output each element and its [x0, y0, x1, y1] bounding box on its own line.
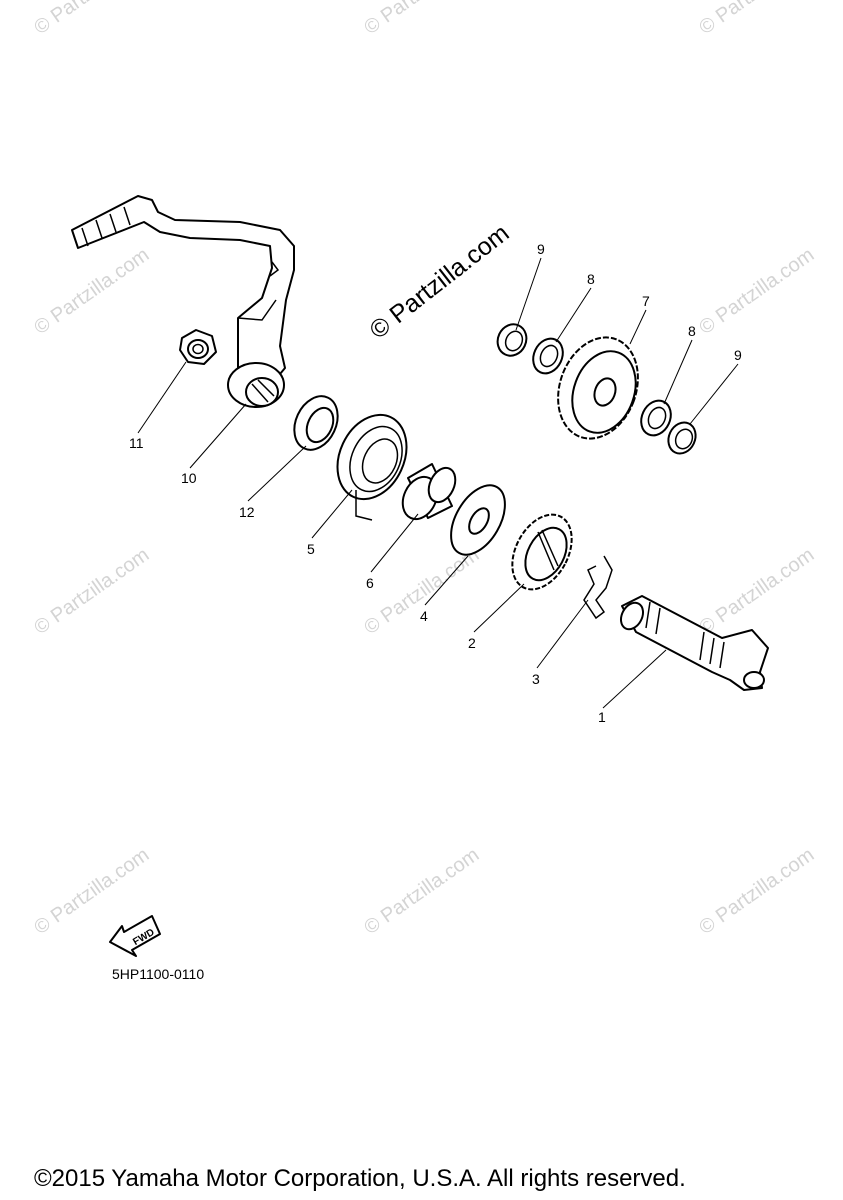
watermark: © Partzilla.com: [30, 0, 153, 39]
part-torsion-spring: [336, 413, 408, 521]
watermark: © Partzilla.com: [695, 544, 818, 639]
callout-3: 3: [532, 671, 540, 687]
part-washer: [450, 484, 506, 556]
part-spring-guide: [401, 463, 457, 521]
part-circlip-lower: [667, 421, 697, 455]
callout-6: 6: [366, 575, 374, 591]
part-clip: [583, 555, 613, 620]
part-circlip-upper: [496, 323, 528, 357]
part-kick-crank: [71, 195, 295, 408]
callout-8: 8: [688, 323, 696, 339]
part-idle-gear: [557, 336, 639, 440]
callout-1: 1: [598, 709, 606, 725]
copyright-notice: ©2015 Yamaha Motor Corporation, U.S.A. A…: [34, 1165, 686, 1192]
watermark: © Partzilla.com: [695, 244, 818, 339]
part-nut: [179, 329, 217, 365]
part-kick-axle: [619, 595, 769, 691]
callout-2: 2: [468, 635, 476, 651]
part-washer-lower: [640, 399, 672, 437]
callout-9: 9: [537, 241, 545, 257]
watermark: © Partzilla.com: [360, 844, 483, 939]
part-kick-gear: [511, 513, 573, 591]
callout-10: 10: [181, 470, 197, 486]
callout-12: 12: [239, 504, 255, 520]
callout-8: 8: [587, 271, 595, 287]
fwd-arrow-icon: FWD: [109, 915, 161, 957]
watermark: © Partzilla.com: [30, 544, 153, 639]
diagram-code: 5HP1100-0110: [112, 966, 204, 982]
watermark: © Partzilla.com: [695, 844, 818, 939]
callout-11: 11: [129, 435, 144, 451]
watermark: © Partzilla.com: [360, 544, 483, 639]
leader-lines: [137, 257, 739, 709]
part-washer-upper: [532, 337, 564, 375]
watermark: © Partzilla.com: [360, 0, 483, 39]
part-oil-seal: [293, 395, 339, 451]
watermark: © Partzilla.com: [30, 244, 153, 339]
callout-9: 9: [734, 347, 742, 363]
callout-4: 4: [420, 608, 428, 624]
watermark: © Partzilla.com: [695, 0, 818, 39]
watermark-main: © Partzilla.com: [364, 219, 514, 345]
callout-5: 5: [307, 541, 315, 557]
callout-7: 7: [642, 293, 650, 309]
callout-labels: 1 2 3 4 5 6 7 8 8 9 9 10 11 12: [129, 241, 742, 725]
